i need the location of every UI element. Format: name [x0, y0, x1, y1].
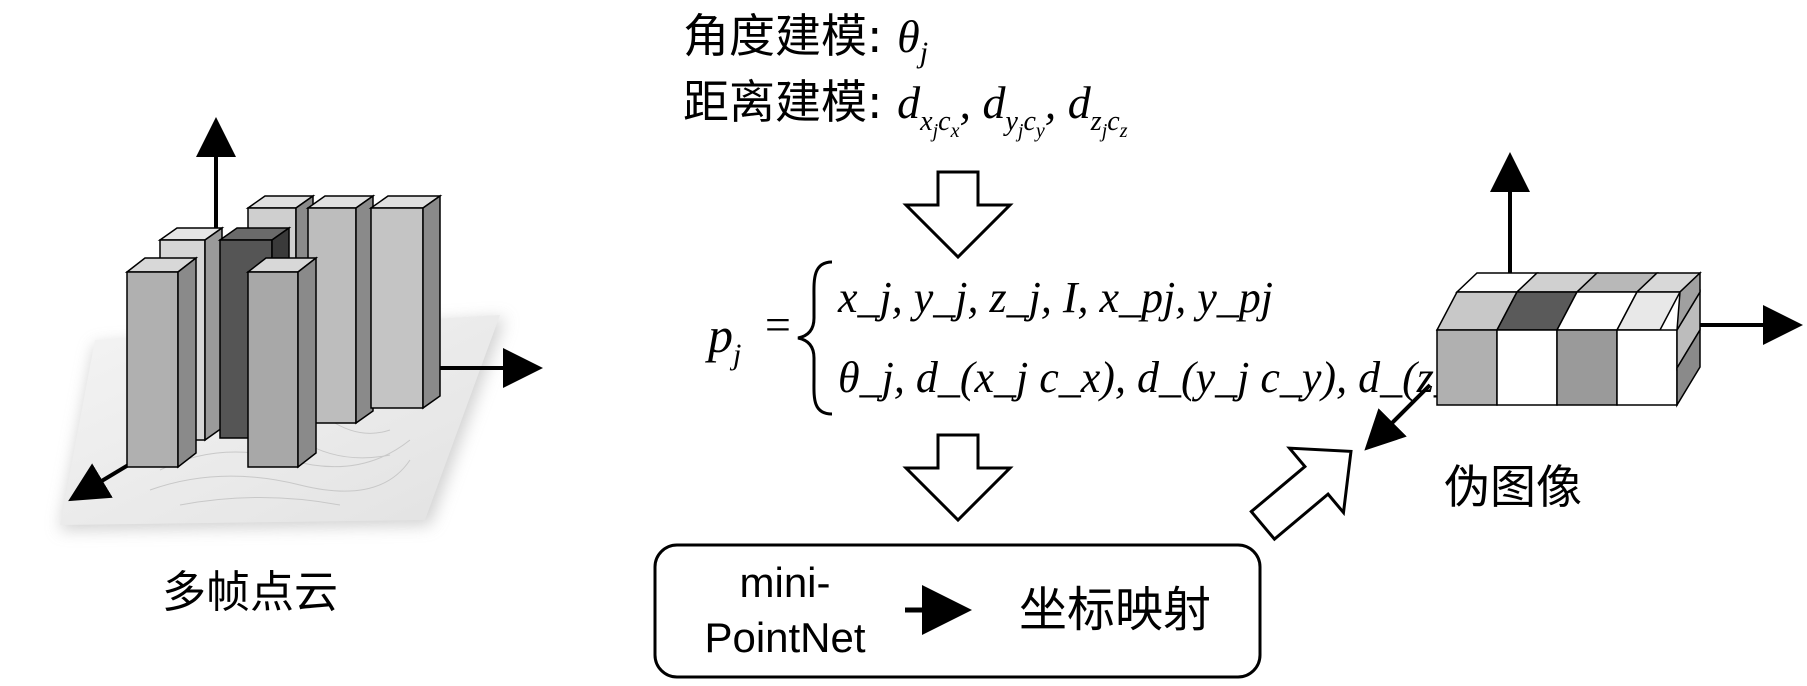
pseudo-image-illustration — [1364, 152, 1803, 451]
process-box: mini- PointNet 坐标映射 — [653, 543, 1262, 679]
dist-y-s1: y — [1002, 106, 1018, 137]
point-cloud-illustration — [60, 117, 543, 530]
dist-x-s3: c — [938, 106, 951, 137]
dist-y-d: d — [982, 77, 1006, 128]
dist-z-s2: j — [1099, 120, 1108, 142]
equation-row2: θ_j, d_(x_j c_x), d_(y_j c_y), d_(z_j c_… — [838, 353, 1552, 402]
grid-side-face — [1676, 271, 1701, 408]
flow-arrow-down-1 — [902, 170, 1014, 260]
angle-theta: θ — [897, 11, 920, 62]
distance-modeling-label: 距离建模: — [683, 75, 897, 129]
dist-z-s1: z — [1090, 106, 1102, 137]
angle-modeling-label: 角度建模: — [683, 9, 897, 63]
bar-front-2 — [245, 256, 319, 469]
grid-front-face — [1436, 329, 1678, 406]
equation: pj = x_j, y_j, z_j, I, x_pj, y_pj θ_j, d… — [705, 260, 1552, 416]
dist-y-s4: y — [1034, 120, 1045, 142]
bar-front-1 — [124, 256, 199, 469]
coordinate-mapping-label: 坐标映射 — [1019, 582, 1211, 638]
dist-z-s4: z — [1119, 120, 1128, 142]
flow-arrow-diagonal — [1249, 446, 1353, 542]
dist-x-s2: j — [930, 120, 939, 142]
mini-pointnet-line1: mini- — [740, 559, 831, 606]
dist-z-d: d — [1068, 77, 1092, 128]
left-caption: 多帧点云 — [162, 567, 338, 618]
dist-x-d: d — [897, 77, 921, 128]
dist-x-s1: x — [919, 106, 933, 137]
bar-back-3 — [368, 194, 443, 410]
distance-modeling-line: 距离建模: dxjcx, dyjcy, dzjcz — [683, 75, 1128, 142]
dist-y-s3: c — [1023, 106, 1036, 137]
y-axis-right — [1364, 383, 1432, 451]
dist-y-s2: j — [1015, 120, 1024, 142]
angle-theta-sub: j — [916, 36, 928, 69]
angle-modeling-line: 角度建模: θj — [683, 9, 928, 69]
equation-equals: = — [762, 299, 793, 350]
mini-pointnet-line2: PointNet — [704, 614, 865, 661]
dist-z-s3: c — [1107, 106, 1120, 137]
grid-top-face — [1435, 272, 1702, 331]
right-caption: 伪图像 — [1444, 460, 1582, 514]
equation-brace — [797, 260, 833, 416]
equation-row1: x_j, y_j, z_j, I, x_pj, y_pj — [837, 273, 1273, 322]
equation-lhs: pj — [705, 307, 741, 371]
flow-arrow-down-2 — [902, 433, 1014, 523]
dist-x-s4: x — [950, 120, 960, 142]
bar-back-2 — [305, 194, 376, 425]
